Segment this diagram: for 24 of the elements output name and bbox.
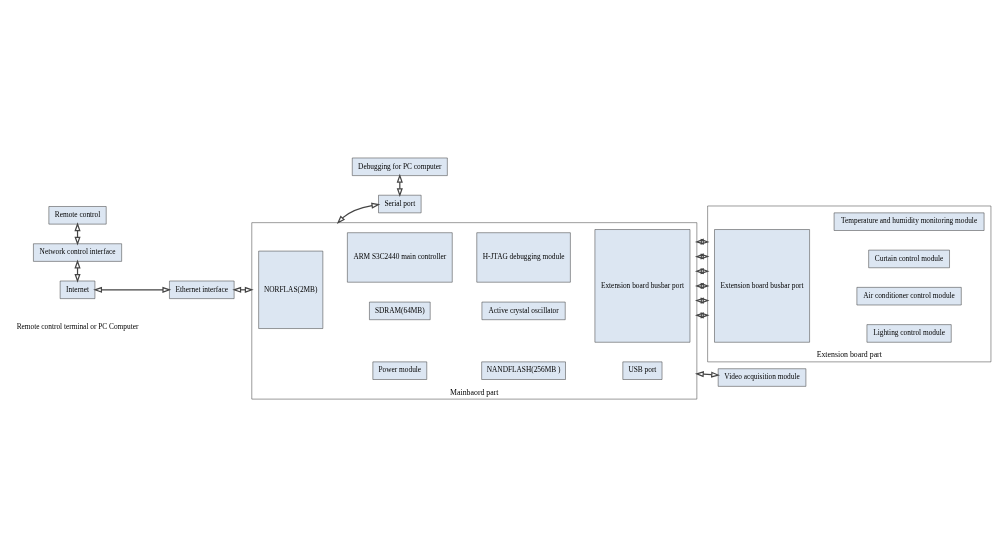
node-box: Debugging for PC computer [352,157,448,176]
node-box: Temperature and humidity monitoring module [833,212,985,231]
node-box: Network control interface [33,243,122,262]
node-box: Ethernet interface [169,280,235,299]
node-box: Extension board busbar port [594,228,691,342]
node-box: Serial port [378,194,422,213]
node-box: Air conditioner control module [856,286,962,305]
node-box: Lighting control module [866,323,952,342]
node-box: Internet [59,280,96,299]
node-box: NORFLAS(2MB) [258,250,324,329]
node-box: SDRAM(64MB) [369,301,431,320]
node-box: Active crystal oscillator [481,301,566,320]
node-box: NANDFLASH(256MB ) [481,361,566,380]
node-box: Extension board busbar port [714,228,810,342]
arrow [93,286,172,293]
node-box: USB port [622,361,663,380]
node-box: Video acquisition module [717,368,807,387]
node-box: ARM S3C2440 main controller [347,231,453,282]
node-box: Power module [372,361,427,380]
label: Remote control terminal or PC Computer [16,321,139,331]
node-box: Remote control [48,205,107,224]
node-box: H-JTAG debugging module [476,231,571,282]
node-box: Curtain control module [868,249,950,268]
arrow [336,202,381,224]
